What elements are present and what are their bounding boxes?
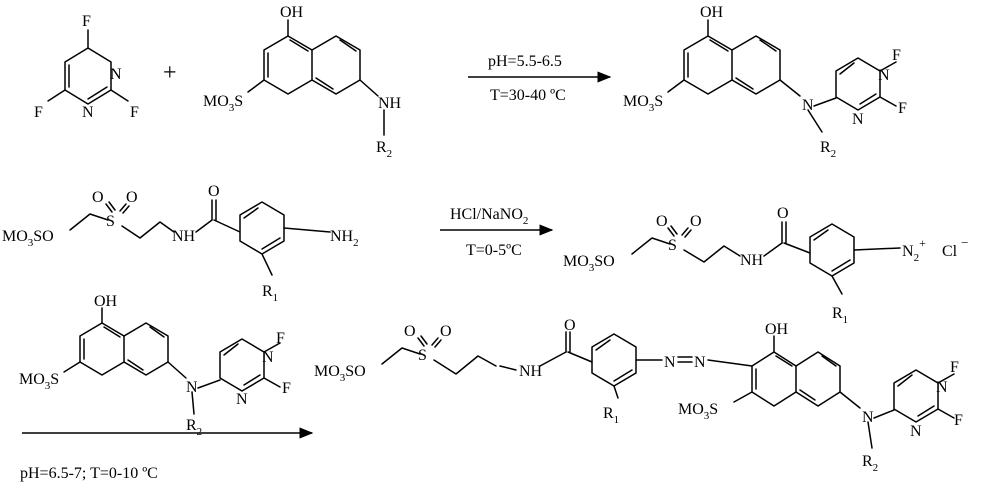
- hydroxyl-label: OH: [94, 293, 118, 310]
- fluoro-label: F: [82, 13, 91, 30]
- condition-temperature: T=0-5ºC: [466, 242, 522, 259]
- carbonyl-o-label: O: [208, 183, 220, 200]
- amide-nh-label: NH: [519, 363, 543, 380]
- oxo-label: O: [656, 213, 668, 230]
- chloride-label: Cl−: [942, 235, 968, 260]
- sulfonate-label: MO3S: [623, 93, 663, 114]
- azo-nitrogen-label: N: [694, 354, 706, 371]
- r2-label: R2: [186, 417, 202, 438]
- r1-label: R1: [603, 405, 619, 426]
- hydroxyl-label: OH: [765, 321, 789, 338]
- fluoro-label: F: [892, 47, 901, 64]
- coupling-component: OH MO3S N R2 F F N N: [19, 293, 291, 438]
- nitrogen-label: N: [852, 111, 864, 128]
- fluoro-label: F: [950, 359, 959, 376]
- fluoro-label: F: [898, 100, 907, 117]
- amine-label: NH: [378, 95, 402, 112]
- product-1: OH MO3S N R2 F F N N: [623, 4, 907, 160]
- fluoro-label: F: [130, 104, 139, 121]
- reaction-arrow-3: pH=6.5-7; T=0-10 ºC: [20, 427, 314, 482]
- sulfato-label: MO3SO: [314, 363, 366, 384]
- r2-label: R2: [376, 139, 392, 160]
- nitrogen-label: N: [236, 391, 248, 408]
- sulfonate-label: MO3S: [203, 93, 243, 114]
- amine-label: N: [802, 97, 814, 114]
- plus-sign: +: [163, 60, 177, 86]
- sulfone-s-label: S: [106, 213, 115, 230]
- reaction-arrow-1: pH=5.5-6.5 T=30-40 ºC: [468, 53, 612, 104]
- amide-nh-label: NH: [740, 252, 764, 269]
- sulfonate-label: MO3S: [19, 371, 59, 392]
- naphthol-reactant: OH MO3S NH R2: [203, 4, 402, 160]
- carbonyl-o-label: O: [564, 317, 576, 334]
- r1-label: R1: [262, 283, 278, 304]
- hydroxyl-label: OH: [280, 4, 304, 21]
- diazonium-salt: MO3SO S O O NH O N2+ Cl− R1: [563, 205, 968, 326]
- condition-temperature: T=30-40 ºC: [490, 87, 566, 104]
- nitrogen-label: N: [878, 67, 890, 84]
- nitrogen-label: N: [936, 379, 948, 396]
- oxo-label: O: [126, 189, 138, 206]
- sulfato-label: MO3SO: [563, 253, 615, 274]
- reaction-arrow-2: HCl/NaNO2 T=0-5ºC: [440, 206, 554, 259]
- condition-ph: pH=5.5-6.5: [488, 53, 562, 70]
- final-azo-dye: MO3SO S O O NH O R1 N N: [314, 317, 963, 474]
- r2-label: R2: [862, 453, 878, 474]
- r2-label: R2: [820, 139, 836, 160]
- oxo-label: O: [92, 189, 104, 206]
- r1-label: R1: [832, 305, 848, 326]
- condition-ph-temperature: pH=6.5-7; T=0-10 ºC: [20, 465, 158, 482]
- sulfone-s-label: S: [668, 237, 677, 254]
- nitrogen-label: N: [82, 104, 94, 121]
- oxo-label: O: [404, 323, 416, 340]
- fluoro-label: F: [954, 412, 963, 429]
- amide-nh-label: NH: [172, 228, 196, 245]
- trifluoropyrimidine: F F F N N: [34, 13, 139, 121]
- amine-label: N: [186, 379, 198, 396]
- amine-label: N: [862, 409, 874, 426]
- nitrogen-label: N: [110, 66, 122, 83]
- sulfato-label: MO3SO: [2, 228, 54, 249]
- sulfonate-label: MO3S: [678, 401, 718, 422]
- diazo-precursor: MO3SO S O O NH O NH2 R1: [2, 183, 359, 304]
- condition-reagent: HCl/NaNO2: [450, 206, 528, 227]
- fluoro-label: F: [282, 380, 291, 397]
- nitrogen-label: N: [262, 349, 274, 366]
- diazonium-label: N2+: [902, 236, 926, 264]
- fluoro-label: F: [34, 104, 43, 121]
- amino-label: NH2: [330, 228, 359, 249]
- oxo-label: O: [440, 323, 452, 340]
- oxo-label: O: [690, 213, 702, 230]
- sulfone-s-label: S: [418, 347, 427, 364]
- fluoro-label: F: [276, 330, 285, 347]
- hydroxyl-label: OH: [700, 4, 724, 21]
- nitrogen-label: N: [910, 423, 922, 440]
- carbonyl-o-label: O: [777, 205, 789, 222]
- azo-nitrogen-label: N: [664, 354, 676, 371]
